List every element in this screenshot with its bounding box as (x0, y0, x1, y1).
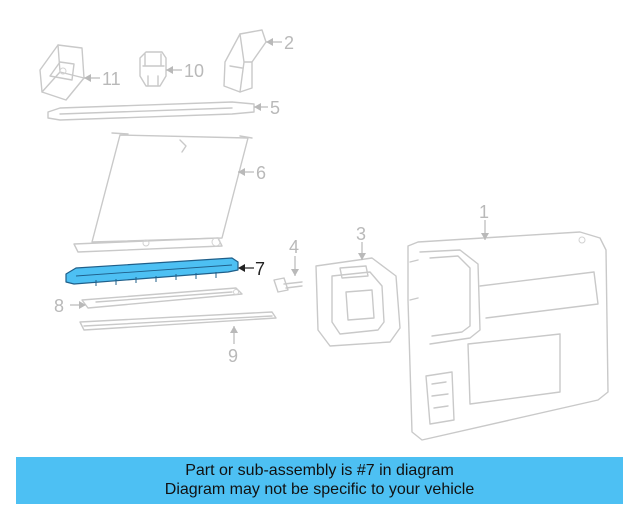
part-5-upper-rail[interactable] (47, 101, 255, 121)
part-6-sunshade-screen[interactable] (73, 132, 253, 253)
part-9-lower-rail[interactable] (79, 311, 277, 331)
part-2-corner-trim[interactable] (223, 29, 267, 93)
callout-3-label: 3 (356, 224, 366, 244)
leader-arrowheads (84, 38, 489, 333)
callout-2-label: 2 (284, 33, 294, 53)
banner-line-disclaimer: Diagram may not be specific to your vehi… (164, 481, 475, 498)
callout-7-label: 7 (255, 259, 265, 279)
callout-8-label: 8 (54, 296, 64, 316)
callout-7: 7 (238, 259, 265, 279)
part-1-door-panel[interactable] (407, 231, 609, 441)
callout-5-label: 5 (270, 98, 280, 118)
banner-line-part-number: Part or sub-assembly is #7 in diagram (185, 462, 454, 479)
callout-4-label: 4 (289, 237, 299, 257)
parts-diagram: 11 10 2 5 6 (39, 29, 609, 441)
callout-1-label: 1 (479, 202, 489, 222)
part-3-handle-bezel[interactable] (315, 257, 401, 347)
callout-11-label: 11 (102, 69, 121, 89)
part-4-screw[interactable] (273, 277, 303, 293)
part-10-clip[interactable] (139, 51, 167, 87)
callout-6-label: 6 (256, 163, 266, 183)
part-8-guide-strip[interactable] (81, 287, 243, 309)
part-7-track-highlighted[interactable] (65, 257, 239, 286)
callout-9-label: 9 (228, 346, 238, 366)
part-info-banner: Part or sub-assembly is #7 in diagram Di… (16, 457, 623, 504)
part-11-switch-housing[interactable] (39, 44, 85, 101)
callout-10-label: 10 (184, 61, 204, 81)
callout-8: 8 (54, 296, 86, 316)
